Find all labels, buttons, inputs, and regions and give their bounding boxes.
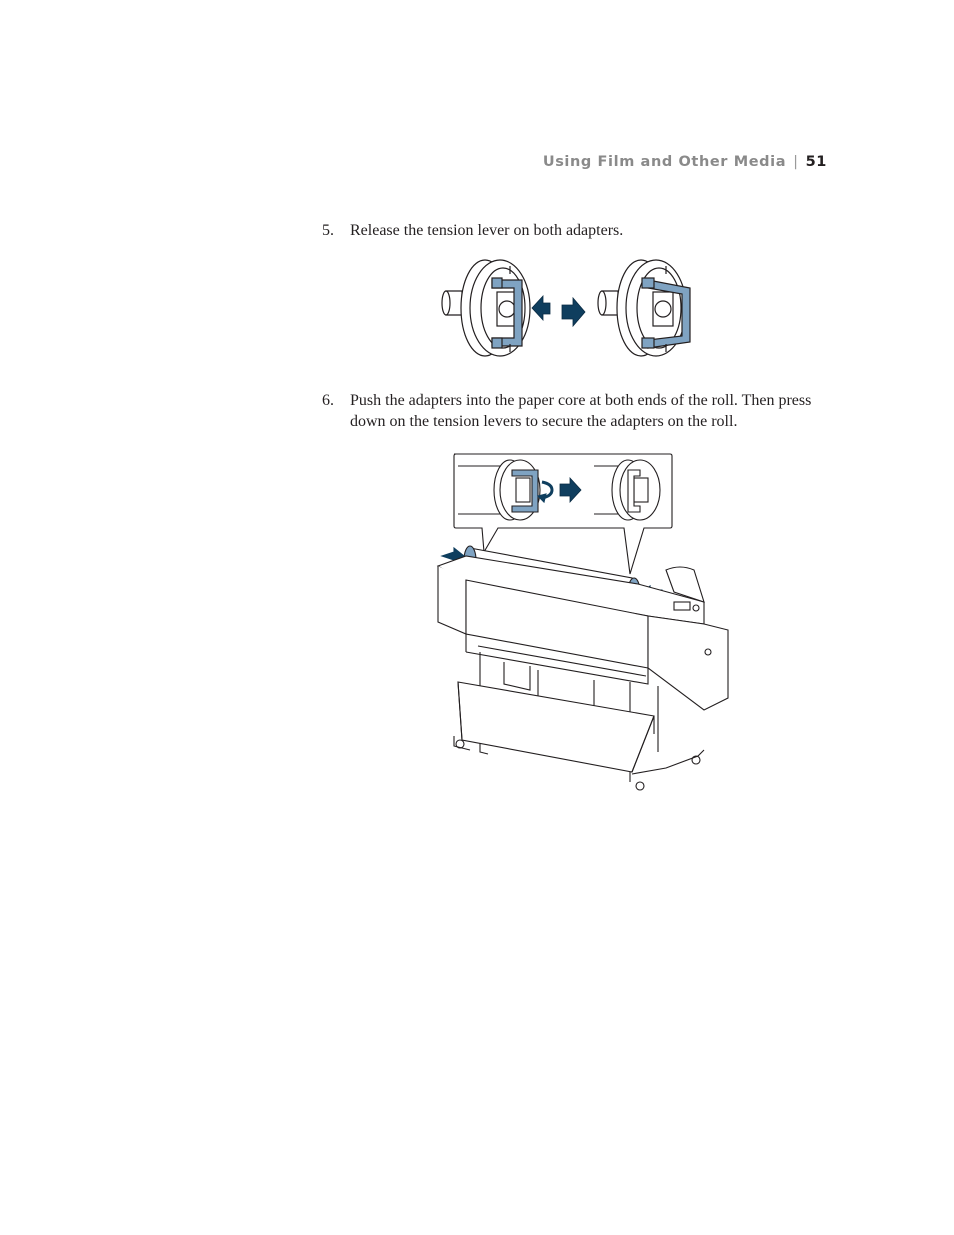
printer-roll-illustration [436,453,729,791]
lever-press-arrow [541,480,554,500]
step-5: 5. Release the tension lever on both ada… [322,220,832,241]
lever-release-arrow [531,294,551,322]
adapter-released-figure [597,259,691,357]
printer-body [436,555,729,791]
adapter-locked-figure [441,259,531,357]
arrow-right-icon [561,296,586,328]
step-text: Release the tension lever on both adapte… [350,222,624,239]
arrow-right-icon [559,476,582,504]
page-number: 51 [805,154,827,170]
running-header: Using Film and Other Media | 51 [520,154,827,170]
step-text: Push the adapters into the paper core at… [350,392,812,430]
step-6: 6. Push the adapters into the paper core… [322,390,832,432]
callout-box [453,453,673,575]
header-separator: | [793,154,799,170]
step-number: 6. [322,392,334,409]
step-number: 5. [322,222,334,239]
section-title: Using Film and Other Media [542,154,787,170]
adapter-release-illustration [441,259,691,357]
